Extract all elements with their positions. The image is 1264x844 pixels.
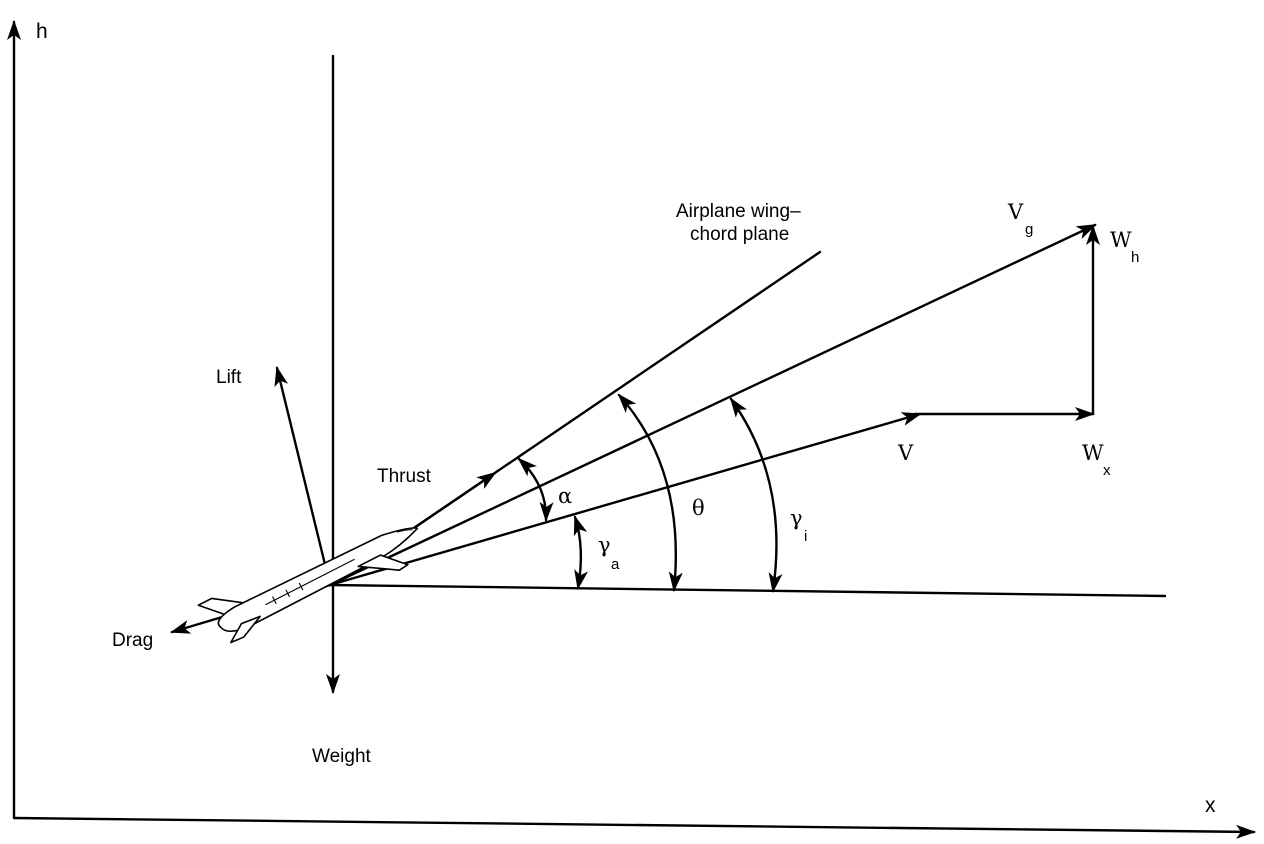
drag-label: Drag bbox=[112, 630, 153, 651]
thrust-label: Thrust bbox=[377, 466, 432, 487]
vg-label: V bbox=[1007, 200, 1024, 224]
lift-label: Lift bbox=[216, 367, 242, 388]
h-axis-label: h bbox=[36, 20, 48, 43]
horizontal-reference-line bbox=[328, 583, 1167, 598]
wh-label: W bbox=[1110, 228, 1132, 252]
x-axis-label: x bbox=[1205, 794, 1216, 817]
airplane-icon bbox=[197, 527, 419, 644]
theta-label: θ bbox=[692, 496, 705, 520]
gamma-i-subscript: i bbox=[804, 528, 807, 545]
weight-label: Weight bbox=[312, 746, 372, 767]
x-axis bbox=[12, 816, 1256, 839]
wx-label: W bbox=[1082, 441, 1104, 465]
wing-chord-label-line1: Airplane wing– bbox=[676, 201, 801, 222]
gamma-i-arc bbox=[729, 397, 783, 593]
vg-vector bbox=[328, 223, 1097, 587]
v-label: V bbox=[897, 441, 914, 465]
gamma-a-subscript: a bbox=[611, 556, 620, 573]
gamma-a-label: γ bbox=[598, 533, 611, 557]
alpha-arc bbox=[517, 457, 554, 522]
gamma-i-label: γ bbox=[790, 506, 803, 530]
alpha-label: α bbox=[558, 484, 572, 508]
wing-chord-label-line2: chord plane bbox=[690, 224, 789, 245]
theta-arc bbox=[617, 393, 683, 592]
wx-subscript: x bbox=[1103, 462, 1111, 479]
lift-vector bbox=[274, 366, 332, 587]
wh-subscript: h bbox=[1131, 249, 1139, 266]
vg-subscript: g bbox=[1025, 221, 1033, 238]
v-vector bbox=[328, 412, 922, 587]
gamma-a-arc bbox=[573, 515, 588, 590]
